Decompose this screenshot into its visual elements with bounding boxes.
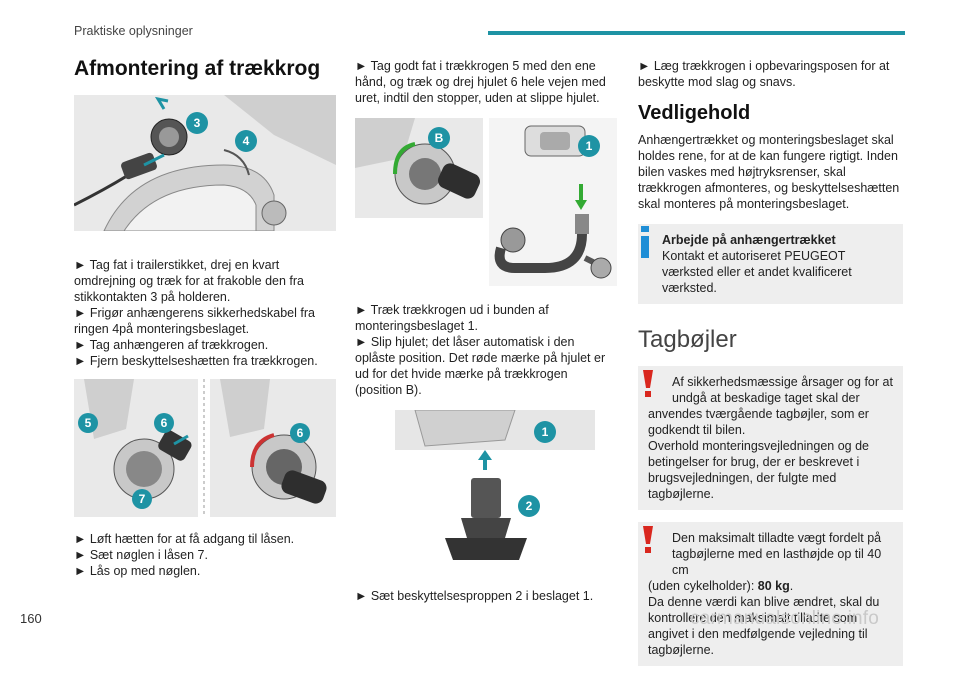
illustration-lock-pair: 5 6 7 6: [74, 379, 336, 517]
warning-lead: Af sikkerhedsmæssige årsager og for at u…: [672, 375, 893, 405]
step: ► Træk trækkrogen ud i bunden af monteri…: [355, 303, 549, 333]
column-2: ► Tag godt fat i trækkrogen 5 med den en…: [355, 52, 617, 604]
warning-text-part: .: [789, 579, 794, 593]
steps-release: ► Træk trækkrogen ud i bunden af monteri…: [355, 302, 617, 398]
warning-text: Overhold monteringsvejledningen og de be…: [648, 439, 869, 501]
callout-badge: [235, 130, 257, 152]
page-title: Afmontering af trækkrog: [74, 57, 321, 80]
info-icon: [641, 226, 649, 258]
warning-lead: Den maksimalt tilladte vægt fordelt på t…: [672, 531, 882, 577]
illustration-trailer-plug-svg: 3 4: [74, 95, 336, 231]
warning-text: (uden cykelholder): 80 kg.: [648, 578, 893, 594]
maintenance-text: Anhængertrækket og monteringsbeslaget sk…: [638, 133, 900, 211]
callout-badge-label: 1: [542, 425, 549, 439]
step: ► Slip hjulet; det låser automatisk i de…: [355, 335, 606, 397]
step: ► Tag fat i trailerstikket, drej en kvar…: [74, 258, 304, 304]
section-heading-maintenance: Vedligehold: [638, 102, 751, 124]
page-number: 160: [20, 611, 42, 626]
callout-badge: [186, 112, 208, 134]
column-1: Afmontering af trækkrog 3 4 ► Tag fat i …: [74, 52, 336, 579]
step: ► Tag godt fat i trækkrogen 5 med den en…: [355, 59, 606, 105]
callout-badge-label: B: [435, 131, 444, 145]
callout-badge-label: 1: [586, 139, 593, 153]
warning-text: anvendes tværgående tagbøjler, som er go…: [648, 407, 869, 437]
callout-badge-label: 6: [297, 426, 304, 440]
steps-removal: ► Tag fat i trailerstikket, drej en kvar…: [74, 257, 336, 369]
section-heading-roof-bars: Tagbøjler: [638, 326, 737, 353]
info-title: Arbejde på anhængertrækket: [662, 233, 836, 247]
warning-icon: [643, 526, 653, 553]
steps-unlock: ► Løft hætten for at få adgang til låsen…: [74, 531, 336, 579]
step: ► Løft hætten for at få adgang til låsen…: [74, 532, 295, 546]
callout-badge-label: 4: [243, 134, 250, 148]
callout-badge-label: 5: [85, 416, 92, 430]
warning-text-part: (uden cykelholder):: [648, 579, 758, 593]
illustration-trailer-plug: 3 4: [74, 95, 336, 231]
step: ► Tag anhængeren af trækkrogen.: [74, 338, 269, 352]
illustration-hook-release-svg: B 1: [355, 118, 617, 286]
section-label: Praktiske oplysninger: [74, 24, 193, 38]
illustration-hook-release: B 1: [355, 118, 617, 286]
watermark: carmanualsonline.info: [690, 608, 880, 629]
step: ► Frigør anhængerens sikkerhedskabel fra…: [74, 306, 315, 336]
weight-limit: 80 kg: [757, 579, 790, 593]
illustration-protective-plug: 1 2: [395, 409, 595, 576]
warning-box: Den maksimalt tilladte vægt fordelt på t…: [638, 522, 903, 666]
step: ► Fjern beskyttelseshætten fra trækkroge…: [74, 354, 318, 368]
illustration-protective-plug-svg: 1 2: [395, 409, 595, 560]
info-text: Kontakt et autoriseret PEUGEOT værksted …: [662, 249, 852, 295]
step: ► Sæt beskyttelsesproppen 2 i beslaget 1…: [355, 589, 594, 603]
step: ► Lås op med nøglen.: [74, 564, 201, 578]
illustration-lock-pair-svg: 5 6 7 6: [74, 379, 336, 517]
warning-box: Af sikkerhedsmæssige årsager og for at u…: [638, 366, 903, 510]
callout-badge-label: 2: [526, 499, 533, 513]
warning-icon: [643, 370, 653, 397]
step: ► Sæt nøglen i låsen 7.: [74, 548, 208, 562]
step: ► Læg trækkrogen i opbevaringsposen for …: [638, 59, 890, 89]
callout-badge-label: 6: [161, 416, 168, 430]
header-accent-bar: [488, 31, 905, 35]
column-3: ► Læg trækkrogen i opbevaringsposen for …: [638, 52, 903, 678]
info-box: Arbejde på anhængertrækket Kontakt et au…: [638, 224, 903, 304]
callout-badge-label: 3: [194, 116, 201, 130]
callout-badge-label: 7: [139, 492, 146, 506]
